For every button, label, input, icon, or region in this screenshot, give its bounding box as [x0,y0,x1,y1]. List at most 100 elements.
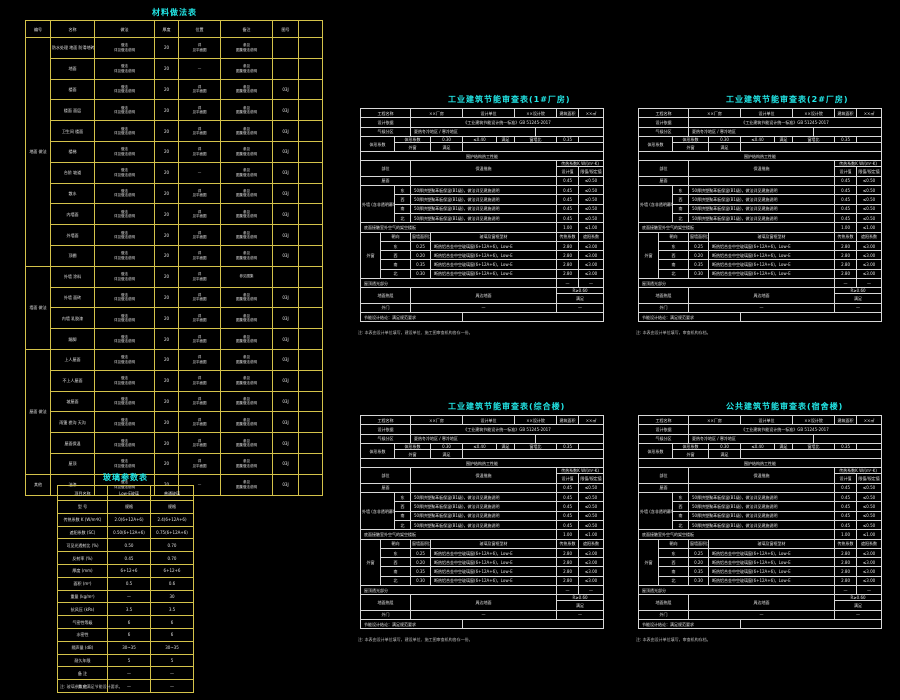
material-extra [298,432,323,454]
param-value: — [150,666,194,681]
table-cell: 2.80 [556,547,580,559]
param-value: 0.70 [150,538,194,553]
table-cell: ××厂房 [410,107,464,119]
table-row: 外墙 (含非透明幕墙)东50厚挤塑聚苯板保温(B1级)，做法详见建施说明0.45… [638,492,883,531]
table-cell: 0.45 [834,203,858,214]
param-value: 0.6 [150,576,194,591]
table-cell: 2.80 [556,259,580,270]
table-cell: ××设计院 [792,414,836,426]
table-cell: 传热系数K W/(m²·K) [834,160,883,168]
column-header: 普通玻璃 [150,485,194,501]
material-thickness: 20 [154,120,179,142]
material-location: 详见平面图 [178,182,221,205]
table-cell: ≤0.50 [578,194,605,205]
column-header: 厚度 [154,20,179,38]
table-cell: 0.45 [834,212,858,224]
sheet-title: 工业建筑节能审查表(1#厂房) [448,95,571,104]
table-cell [535,126,605,137]
table-cell: 南 [657,566,690,577]
table-cell: 0.45 [556,203,580,214]
material-thickness: 20 [154,57,179,80]
table-cell: 东 [393,185,412,196]
table-row: 气候分区夏热冬冷地区 / 寒冷地区 [637,126,883,137]
material-note: 参见图集做法说明 [220,411,273,434]
material-extra [298,224,323,246]
table-cell: 北 [379,268,412,280]
table-cell: 节能设计结论：满足规范要求 [359,618,464,630]
table-cell: 限值/规定值 [856,166,883,177]
param-name: 隔声量 (dB) [57,640,108,655]
material-extra [298,140,323,163]
table-cell: 工程名称 [359,107,412,119]
table-cell: ≤3.00 [856,547,883,559]
material-location: 详见平面图 [178,37,221,59]
material-thickness: 20 [154,78,179,101]
table-cell: 断热铝合金中空玻璃窗(6+12A+6)，Low-E [708,240,836,252]
table-cell: ≤3.00 [856,268,883,280]
material-extra [298,390,323,413]
column-header: 编号 [25,20,51,38]
table-cell: 0.45 [556,492,580,503]
material-note: 参见图集做法说明 [220,57,273,80]
table-cell: 50厚挤塑聚苯板保温(B1级)，做法详见建施说明 [688,510,836,521]
material-thickness: 20 [154,307,179,330]
param-name: 耐久年限 [57,653,108,668]
table-cell: 0.45 [834,175,858,187]
material-extra [298,37,323,59]
table-cell: 设计依据 [637,424,690,435]
material-thickness: 20 [154,369,179,392]
material-name: 踢脚 [50,328,95,350]
table-row: 重量 (kg/m²)—30 [57,589,194,604]
material-method: 做法详见做法说明 [94,224,155,246]
material-ref: 03J [272,224,299,246]
material-location: 详见平面图 [178,120,221,142]
table-cell: 0.45 [834,194,858,205]
table-row: 设计依据《工业建筑节能设计统一标准》GB 51245-2017 [637,424,883,435]
param-value: 0.70 [150,551,194,565]
sheet-title: 公共建筑节能审查表(宿舍楼) [726,402,844,411]
material-thickness: 20 [154,224,179,246]
table-row: 屋顶透光部分—— [359,585,605,596]
table-cell: 外门 [359,302,412,313]
table-row: 围护结构热工性能 [637,458,883,469]
material-note: 参见图集做法说明 [220,161,273,184]
table-cell: 设计值 [834,166,858,177]
table-cell: 外门 [359,609,412,620]
table-cell: 《工业建筑节能设计统一标准》GB 51245-2017 [410,117,605,128]
material-note: 参见图集做法说明 [220,390,273,413]
table-cell: 0.20 [688,250,710,261]
column-header [298,20,323,38]
table-cell: ≤0.50 [856,482,883,494]
table-cell: 体形系数 [638,442,673,460]
material-name: 楼面 面层 [50,99,95,122]
table-cell: 气候分区 [359,433,412,444]
table-cell: — [688,609,836,620]
table-row: 围护结构热工性能 [637,151,883,162]
material-location: 详见平面图 [178,369,221,392]
table-cell: 西 [657,250,690,261]
material-location: 详见平面图 [178,307,221,330]
table-cell: ≤0.50 [856,185,883,196]
table-cell: 玻璃及窗框型材 [708,538,836,549]
material-location: 详见平面图 [178,224,221,246]
table-cell: 围护结构热工性能 [637,458,883,469]
material-ref [272,57,299,80]
material-name: 内墙 乳胶漆 [50,307,95,330]
column-header: 名称 [50,20,95,38]
table-cell: — [834,585,858,596]
material-extra [298,203,323,226]
